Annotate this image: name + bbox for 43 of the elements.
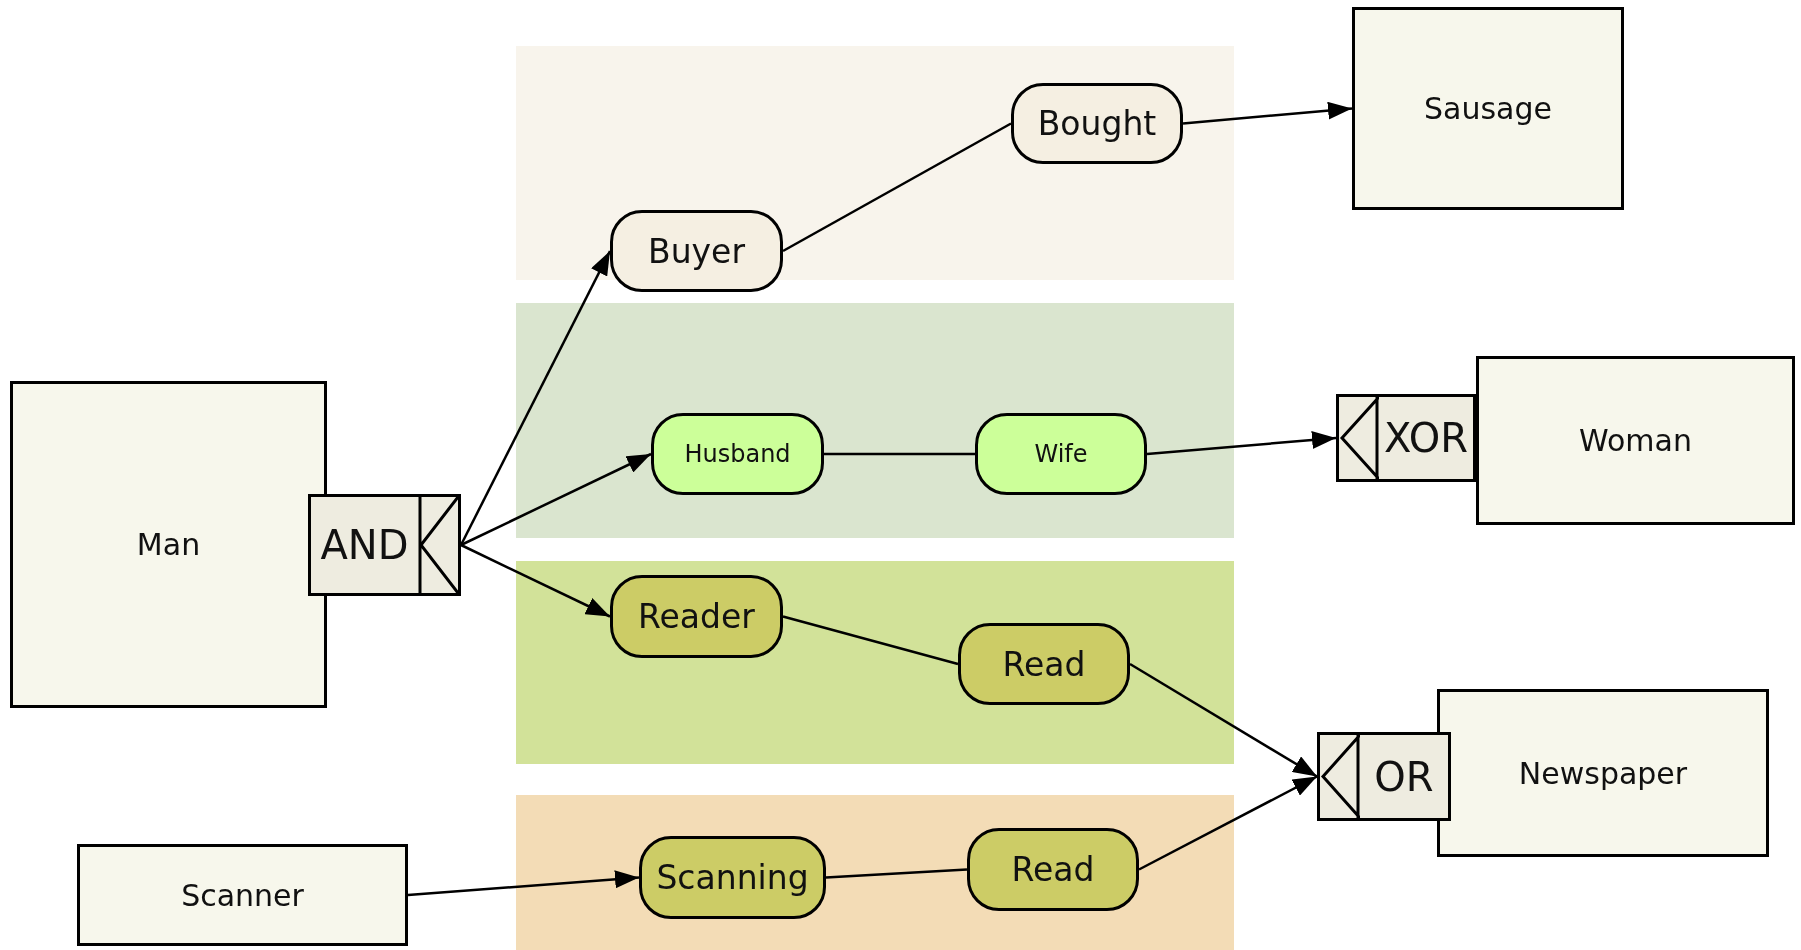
role-pill [651, 413, 824, 495]
node-label: Wife [1034, 440, 1088, 468]
gate-label: OR [1373, 752, 1435, 802]
node-label: Read [1011, 850, 1095, 889]
role-pill [610, 210, 783, 292]
gate-label: AND [319, 521, 410, 570]
swimlane-band [516, 303, 1234, 538]
connector-arrow [460, 543, 611, 618]
entity-box [1476, 356, 1795, 525]
node-label: Buyer [648, 231, 745, 271]
connector-arrow [460, 452, 652, 547]
logic-gate-box [308, 494, 461, 596]
connector-arrow [1182, 101, 1353, 125]
swimlane-band [516, 561, 1234, 764]
node-label: Man [136, 527, 201, 562]
connector-arrow [407, 870, 640, 897]
gate-label: XOR [1382, 414, 1470, 463]
connector-arrow [459, 250, 612, 546]
swimlane-band [516, 46, 1234, 280]
node-label: Scanner [181, 877, 304, 913]
node-label: Bought [1037, 104, 1157, 143]
role-pill [639, 836, 826, 919]
node-label: Scanning [656, 858, 809, 897]
connector-arrow [1146, 431, 1337, 456]
entity-box [1352, 7, 1624, 210]
node-label: Reader [638, 597, 755, 636]
entity-box [1437, 689, 1769, 857]
entity-box [77, 844, 408, 946]
logic-gate-box [1317, 732, 1451, 821]
role-pill [975, 413, 1147, 495]
connector-arrow [1129, 662, 1318, 778]
connector-arrow [1138, 775, 1318, 871]
node-label: Read [1002, 644, 1086, 684]
node-label: Sausage [1424, 91, 1552, 126]
role-pill [958, 623, 1130, 705]
node-label: Newspaper [1518, 755, 1688, 791]
role-pill [1011, 83, 1183, 164]
node-label: Woman [1579, 423, 1692, 458]
role-pill [610, 575, 783, 658]
logic-gate-box [1336, 394, 1476, 482]
swimlane-band [516, 795, 1234, 950]
node-label: Husband [684, 440, 791, 468]
role-pill [967, 828, 1139, 911]
